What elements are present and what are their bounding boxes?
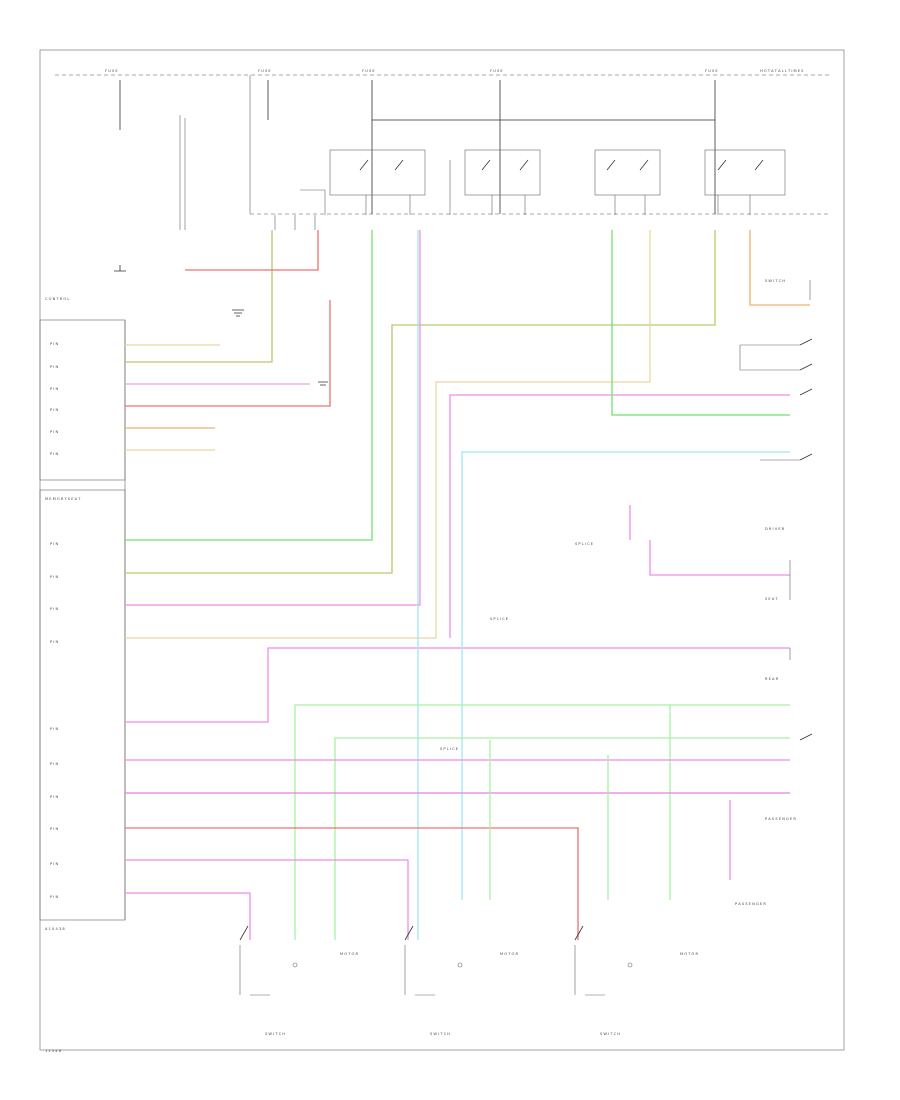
svg-text:P I N: P I N xyxy=(50,795,59,799)
svg-text:H O T A T A L L T I M E S: H O T A T A L L T I M E S xyxy=(760,69,804,73)
module-pin-labels: P I N P I N P I N P I N P I N P I N P I … xyxy=(50,342,59,899)
svg-text:S W I T C H: S W I T C H xyxy=(430,1032,450,1036)
svg-text:P I N: P I N xyxy=(50,895,59,899)
svg-text:R E A R: R E A R xyxy=(765,677,779,681)
svg-text:F U S E: F U S E xyxy=(258,69,271,73)
svg-text:P I N: P I N xyxy=(50,762,59,766)
svg-text:P I N: P I N xyxy=(50,342,59,346)
bottom-switch-assemblies: S W I T C H S W I T C H S W I T C H M O … xyxy=(239,925,699,1036)
svg-text:S E A T: S E A T xyxy=(765,597,778,601)
svg-text:M O T O R: M O T O R xyxy=(680,952,699,956)
door-module-left: C O N T R O L M E M O R Y S E A T A 1 0 … xyxy=(39,297,126,931)
svg-text:F U S E: F U S E xyxy=(705,69,718,73)
svg-text:F U S E: F U S E xyxy=(105,69,118,73)
ground-symbol-icon xyxy=(114,265,328,386)
svg-text:P I N: P I N xyxy=(50,862,59,866)
svg-text:M E M O R Y S E A T: M E M O R Y S E A T xyxy=(45,497,81,501)
svg-text:F U S E: F U S E xyxy=(490,69,503,73)
svg-text:S W I T C H: S W I T C H xyxy=(600,1032,620,1036)
right-side-switches: S W I T C H D R I V E R S E A T R E A R … xyxy=(440,279,813,906)
svg-text:M O T O R: M O T O R xyxy=(340,952,359,956)
diagram-frame xyxy=(39,49,845,1051)
svg-text:P I N: P I N xyxy=(50,827,59,831)
svg-text:P I N: P I N xyxy=(50,365,59,369)
svg-text:S P L I C E: S P L I C E xyxy=(440,747,459,751)
bottom-left-note: A 1 0 4 3 8 xyxy=(45,927,65,931)
fuse-panel-top: F U S E F U S E F U S E F U S E F U S E … xyxy=(55,69,830,230)
svg-text:M O T O R: M O T O R xyxy=(500,952,519,956)
svg-text:S W I T C H: S W I T C H xyxy=(765,279,785,283)
svg-text:P I N: P I N xyxy=(50,575,59,579)
svg-text:S W I T C H: S W I T C H xyxy=(265,1032,285,1036)
svg-text:S P L I C E: S P L I C E xyxy=(490,617,509,621)
footer-code: 1 2 5 4 8 xyxy=(45,1049,62,1053)
svg-text:D R I V E R: D R I V E R xyxy=(765,527,785,531)
wires xyxy=(125,230,810,940)
svg-text:P I N: P I N xyxy=(50,607,59,611)
svg-text:P I N: P I N xyxy=(50,387,59,391)
svg-text:P I N: P I N xyxy=(50,430,59,434)
svg-text:P I N: P I N xyxy=(50,408,59,412)
svg-text:C O N T R O L: C O N T R O L xyxy=(45,297,69,301)
svg-text:P A S S E N G E R: P A S S E N G E R xyxy=(735,902,766,906)
svg-text:P I N: P I N xyxy=(50,452,59,456)
svg-text:P A S S E N G E R: P A S S E N G E R xyxy=(765,817,796,821)
svg-text:P I N: P I N xyxy=(50,640,59,644)
svg-text:P I N: P I N xyxy=(50,542,59,546)
svg-text:S P L I C E: S P L I C E xyxy=(575,542,594,546)
svg-text:P I N: P I N xyxy=(50,727,59,731)
svg-text:F U S E: F U S E xyxy=(362,69,375,73)
